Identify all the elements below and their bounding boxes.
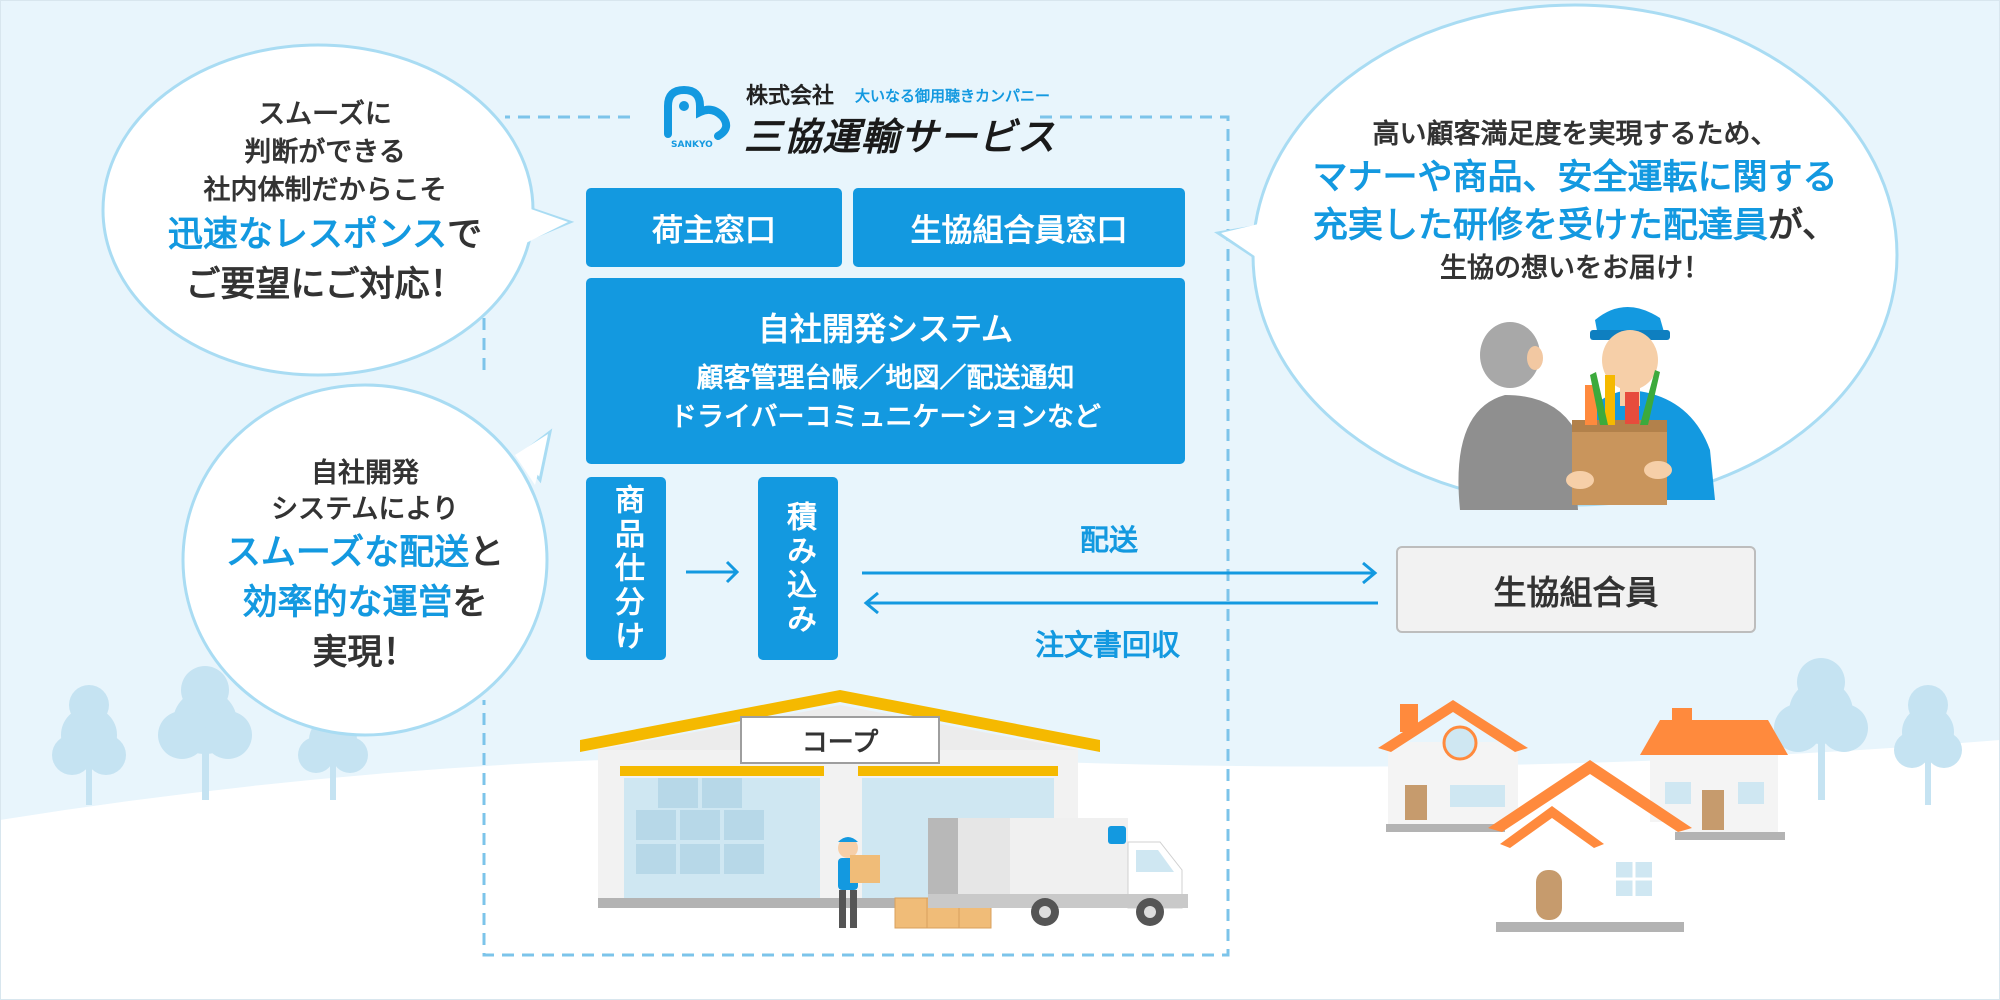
worker-carrying-box-icon <box>838 837 880 928</box>
tree-icon <box>52 685 126 805</box>
bubble-line: 自社開発 <box>311 458 419 489</box>
bubble-line: 高い顧客満足度を実現するため、 <box>1372 119 1778 150</box>
bubble-line: 判断ができる <box>244 137 406 168</box>
bubble-line: スムーズに <box>258 99 392 130</box>
logo-mark-text: SANKYO <box>671 140 713 150</box>
bubble-highlight: 効率的な運営 <box>242 583 453 623</box>
delivery-arrow <box>862 561 1378 585</box>
bubble-right-text: 高い顧客満足度を実現するため、 マナーや商品、安全運転に関する 充実した研修を受… <box>1255 116 1895 288</box>
in-house-system-box: 自社開発システム 顧客管理台帳／地図／配送通知 ドライバーコミュニケーションなど <box>586 278 1185 464</box>
bubble-left-bottom-text: 自社開発 システムにより スムーズな配送と 効率的な運営を 実現！ <box>185 456 545 678</box>
company-prefix: 株式会社 <box>746 84 835 109</box>
order-collection-label: 注文書回収 <box>1035 628 1181 662</box>
system-title: 自社開発システム <box>757 310 1014 348</box>
speech-bubble-left-bottom <box>181 383 553 737</box>
company-logo: SANKYO 株式会社 大いなる御用聴きカンパニー 三協運輸サービス <box>660 78 1060 159</box>
bubble-line: 生協の想いをお届け！ <box>1440 253 1710 284</box>
bubble-left-top-text: スムーズに 判断ができる 社内体制だからこそ 迅速なレスポンスで ご要望にご対応… <box>105 96 545 310</box>
speech-bubble-left-top <box>101 43 575 377</box>
system-features: 顧客管理台帳／地図／配送通知 <box>696 363 1075 394</box>
bubble-highlight: マナーや商品、安全運転に関する <box>1312 158 1838 198</box>
warehouse-sign: コープ <box>740 716 940 764</box>
tree-icon <box>1774 658 1868 800</box>
delivery-label: 配送 <box>1080 523 1139 557</box>
member-window-box: 生協組合員窓口 <box>853 188 1185 267</box>
loading-box: 積み込み <box>758 477 838 660</box>
bubble-highlight: スムーズな配送 <box>225 533 470 573</box>
bubble-line: を <box>452 583 488 623</box>
bubble-highlight: 迅速なレスポンス <box>167 215 448 255</box>
bubble-line: と <box>469 533 505 573</box>
company-tagline: 大いなる御用聴きカンパニー <box>855 87 1051 105</box>
bubble-line: システムにより <box>271 494 459 525</box>
right-arrow-icon <box>686 560 740 584</box>
house-icon <box>1378 700 1528 832</box>
sorting-box: 商品仕分け <box>586 477 666 660</box>
company-frame <box>482 115 1230 957</box>
house-icon <box>1488 760 1692 932</box>
tree-icon <box>1894 685 1962 805</box>
delivery-truck-icon <box>928 818 1188 926</box>
bubble-line: が、 <box>1767 206 1838 246</box>
system-features: ドライバーコミュニケーションなど <box>670 402 1101 433</box>
bubble-highlight: 充実した研修を受けた配達員 <box>1312 206 1768 246</box>
left-arrow-icon <box>863 591 1378 615</box>
company-name: 三協運輸サービス <box>744 115 1057 159</box>
courier-handing-groceries-icon <box>1458 306 1715 510</box>
bubble-line: 社内体制だからこそ <box>203 175 447 206</box>
shipper-window-box: 荷主窓口 <box>586 188 842 267</box>
coop-member-box: 生協組合員 <box>1396 546 1756 633</box>
bubble-line: ご要望にご対応！ <box>185 265 465 305</box>
sankyo-logo-icon <box>664 85 731 140</box>
bubble-line: 実現！ <box>312 633 418 673</box>
bubble-line: で <box>447 215 483 255</box>
tree-icon <box>158 666 252 800</box>
